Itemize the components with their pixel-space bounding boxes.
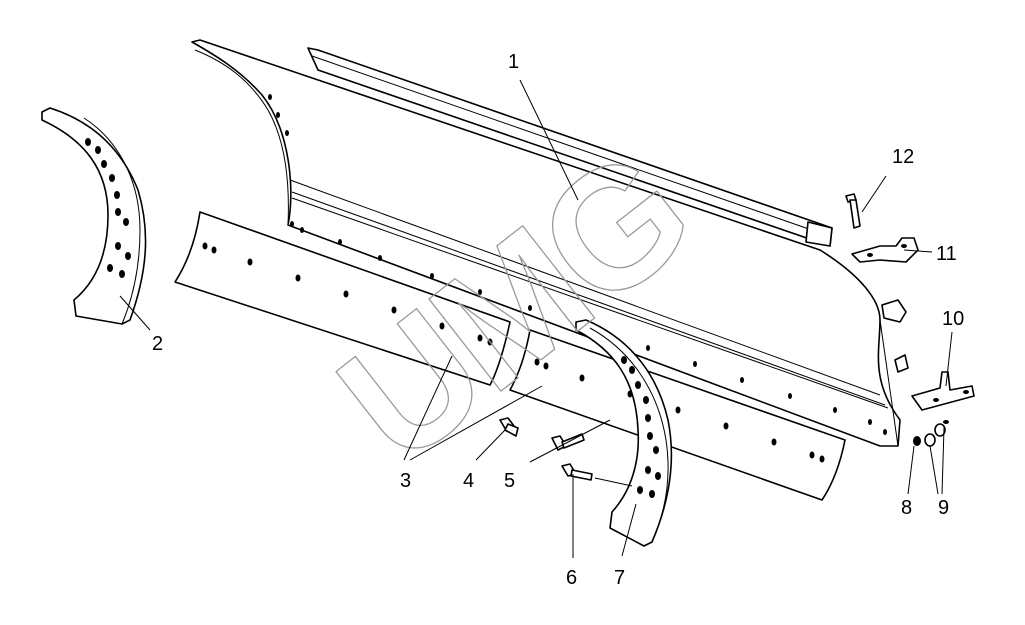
callout-1: 1 bbox=[508, 51, 519, 73]
callout-7: 7 bbox=[614, 567, 625, 589]
nuts-9 bbox=[924, 420, 949, 447]
right-plate-holes bbox=[621, 356, 661, 498]
callout-10: 10 bbox=[942, 308, 964, 330]
callout-5: 5 bbox=[504, 470, 515, 492]
left-end-plate bbox=[41, 107, 147, 325]
callout-6: 6 bbox=[566, 567, 577, 589]
bolt-6 bbox=[561, 463, 593, 481]
callout-11: 11 bbox=[936, 243, 957, 265]
bolt-5 bbox=[551, 433, 585, 451]
callout-9: 9 bbox=[938, 497, 949, 519]
callout-12: 12 bbox=[892, 146, 914, 168]
callout-labels: 1 2 3 4 5 6 7 8 9 10 11 12 bbox=[152, 51, 964, 589]
washer-8 bbox=[913, 436, 921, 446]
cutting-edge-left-holes bbox=[202, 242, 493, 346]
cutting-edge-right bbox=[509, 329, 846, 501]
mount-bracket-10 bbox=[911, 371, 975, 411]
cutting-edge-left bbox=[174, 211, 511, 386]
callout-3: 3 bbox=[400, 470, 411, 492]
right-end-plate bbox=[575, 319, 673, 547]
callout-2: 2 bbox=[152, 333, 163, 355]
callout-4: 4 bbox=[463, 470, 474, 492]
pin-12 bbox=[845, 193, 861, 229]
bolt-4 bbox=[499, 417, 519, 437]
clamp-plate-11 bbox=[851, 237, 919, 263]
cutting-edge-right-holes bbox=[534, 358, 825, 463]
leader-lines bbox=[119, 79, 953, 558]
left-plate-holes bbox=[85, 138, 131, 278]
callout-8: 8 bbox=[901, 497, 912, 519]
blade-moldboard bbox=[191, 39, 909, 447]
